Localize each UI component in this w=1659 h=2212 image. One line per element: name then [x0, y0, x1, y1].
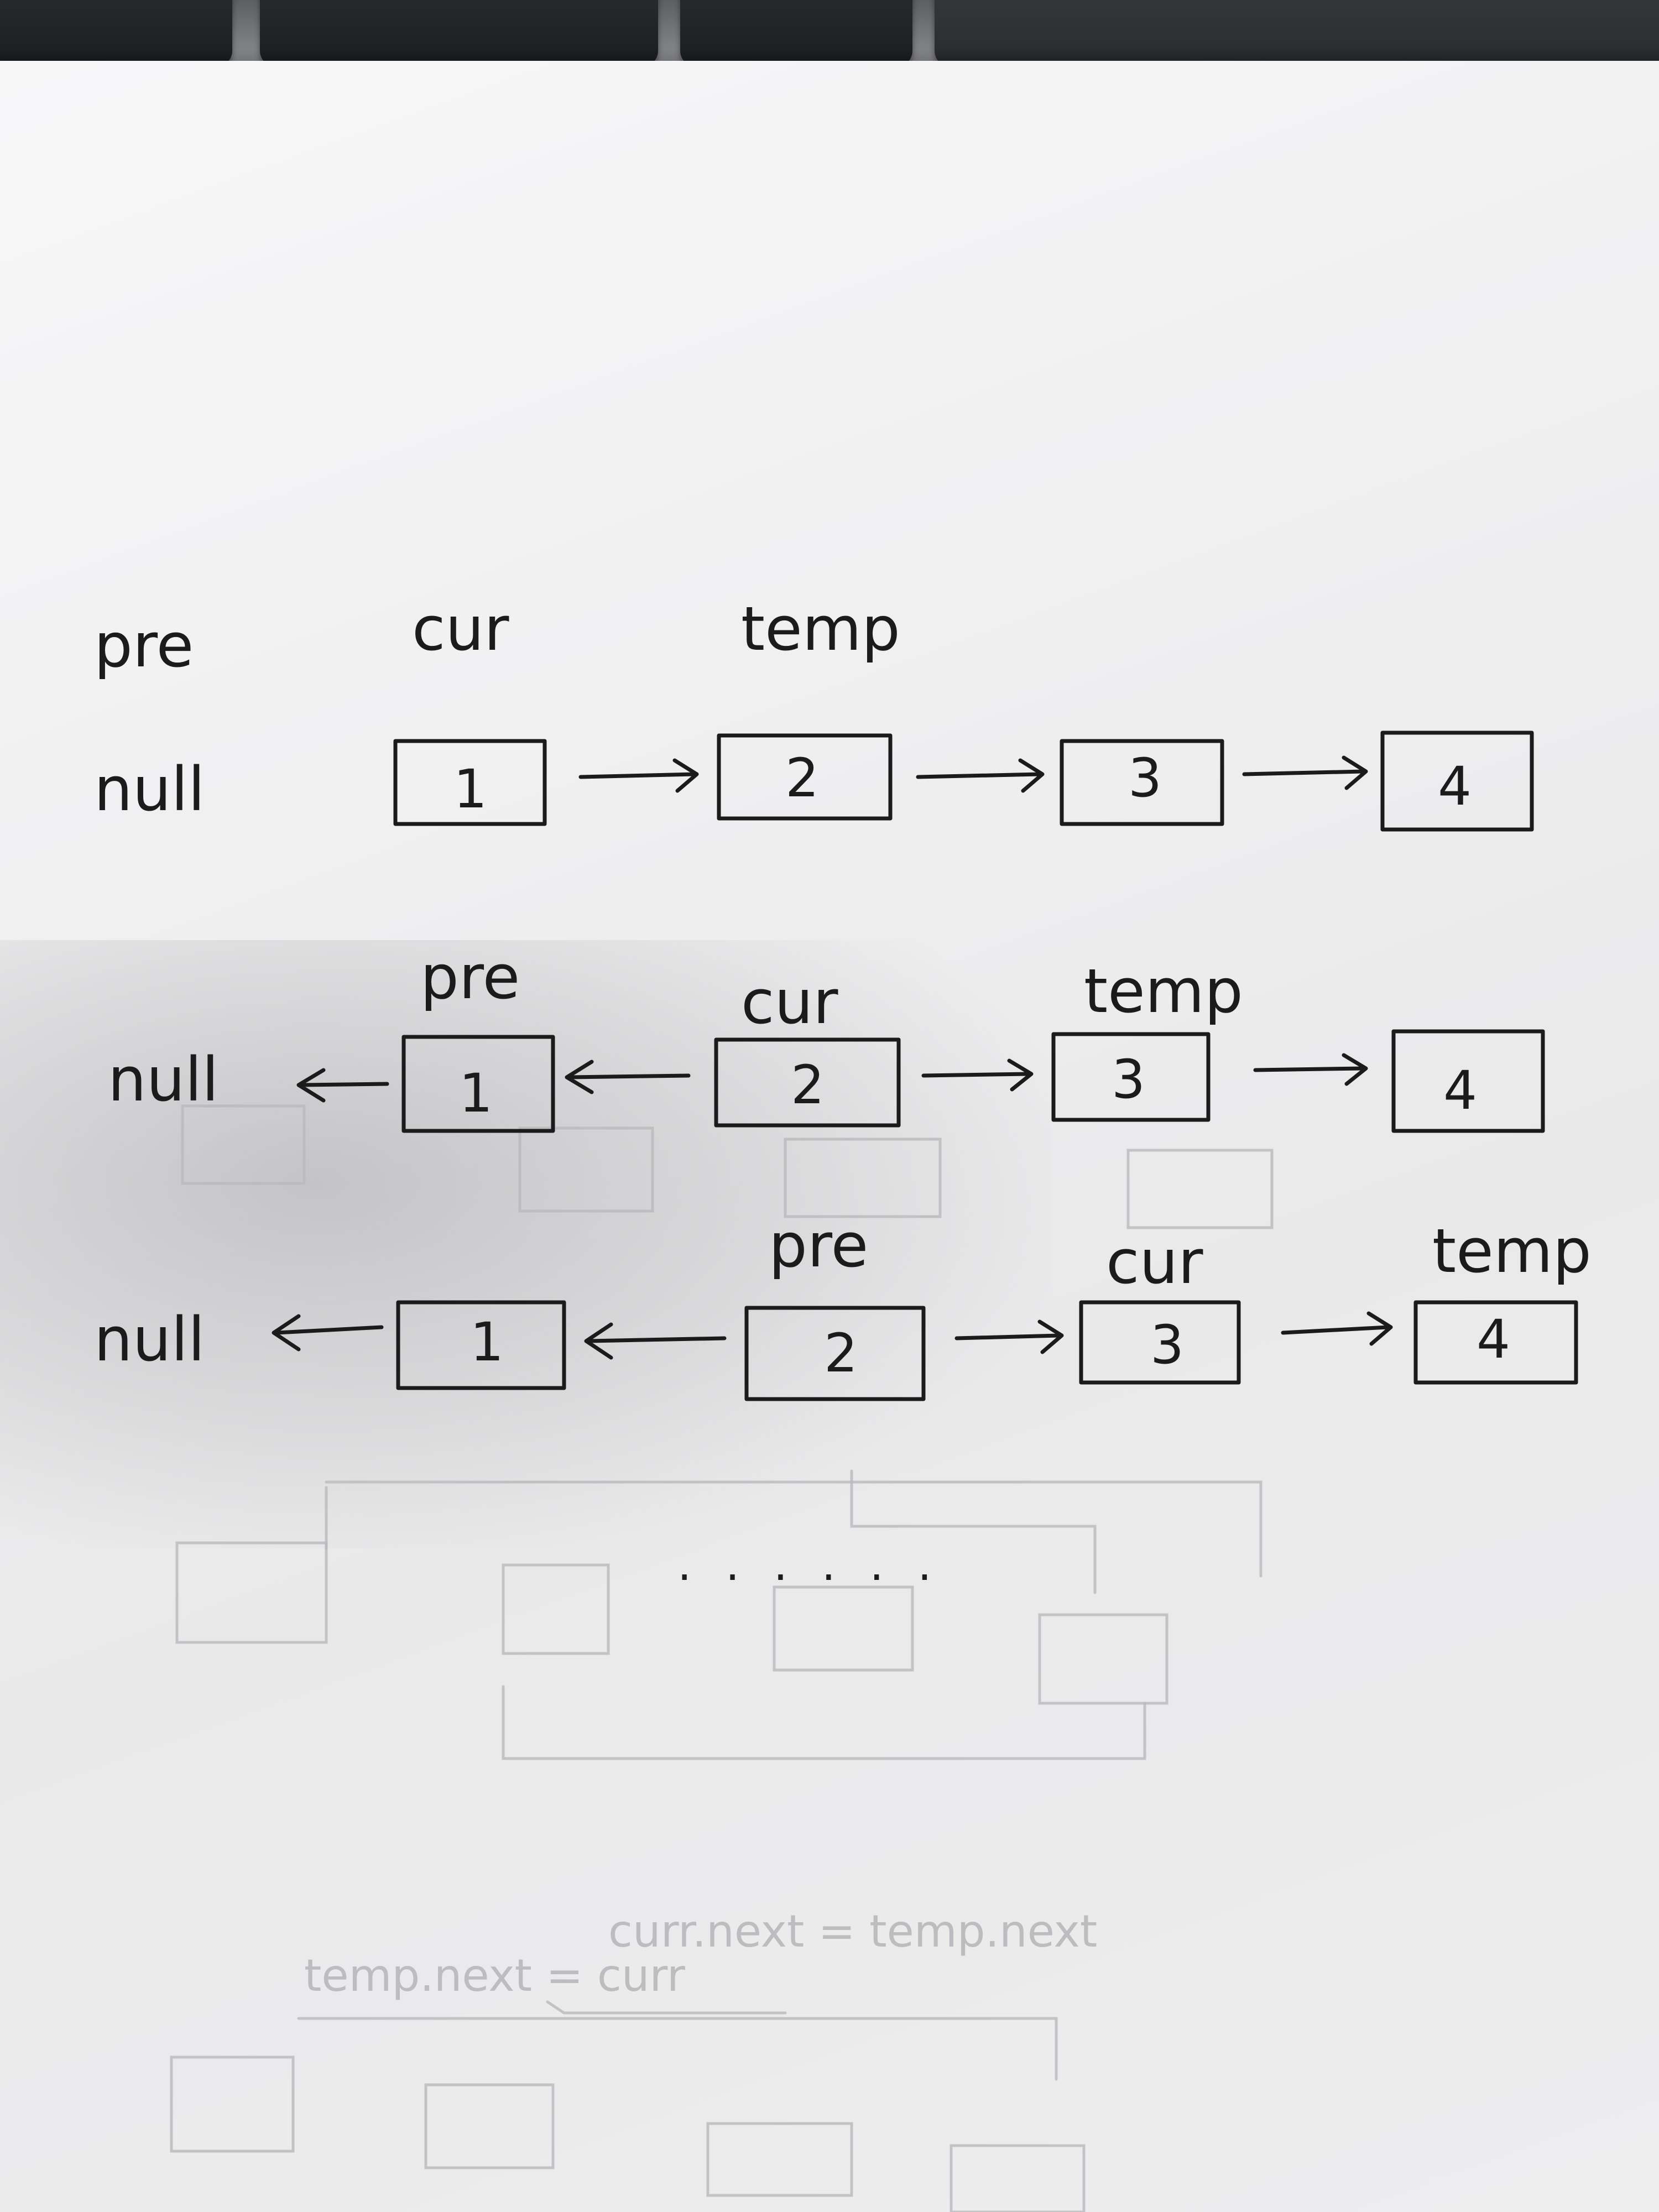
row2-right-arrow [1255, 1055, 1366, 1084]
row3-node-value: 2 [824, 1322, 858, 1384]
row3-node-value: 1 [470, 1311, 504, 1373]
row2-left-arrow [567, 1062, 688, 1092]
row2-left-arrow [299, 1070, 387, 1100]
row3-left-arrow [586, 1324, 724, 1358]
row2-node-value: 3 [1112, 1048, 1145, 1110]
row1-node-value: 4 [1438, 755, 1472, 817]
row1-node-value: 1 [453, 758, 487, 820]
row3-right-arrow [957, 1322, 1062, 1352]
row1-temp-label: temp [741, 593, 900, 664]
svg-text:temp.next = curr: temp.next = curr [304, 1950, 685, 2001]
row2-null-label: null [108, 1044, 219, 1115]
row2-node-value: 2 [791, 1054, 825, 1116]
row-1: pre cur temp null 1 2 3 4 [94, 593, 1532, 830]
row2-node-value: 4 [1443, 1060, 1477, 1121]
row1-node-value: 3 [1128, 747, 1162, 809]
row2-node-value: 1 [459, 1062, 493, 1124]
row2-right-arrow [924, 1061, 1031, 1089]
row3-temp-label: temp [1432, 1215, 1592, 1286]
row3-cur-label: cur [1106, 1227, 1203, 1297]
row3-right-arrow [1283, 1313, 1391, 1344]
row1-right-arrow [918, 760, 1042, 791]
row3-node-value: 3 [1150, 1314, 1184, 1376]
row3-null-label: null [94, 1304, 205, 1375]
row3-left-arrow [274, 1316, 382, 1349]
row2-cur-label: cur [741, 967, 838, 1037]
row-2: pre cur temp null 1 2 3 4 [108, 942, 1543, 1131]
row1-cur-label: cur [412, 593, 509, 664]
ellipsis: · · · · · · [677, 1552, 942, 1603]
row3-pre-label: pre [769, 1210, 868, 1281]
row3-node-value: 4 [1477, 1308, 1510, 1370]
row1-pre-label: pre [94, 610, 194, 681]
row2-temp-label: temp [1084, 956, 1243, 1026]
row1-node-value: 2 [785, 747, 819, 809]
row1-right-arrow [1244, 758, 1366, 788]
row1-right-arrow [581, 760, 697, 791]
row-3: pre cur temp null 1 2 3 4 [94, 1210, 1592, 1399]
row1-null-label: null [94, 754, 205, 825]
row2-pre-label: pre [420, 942, 520, 1013]
